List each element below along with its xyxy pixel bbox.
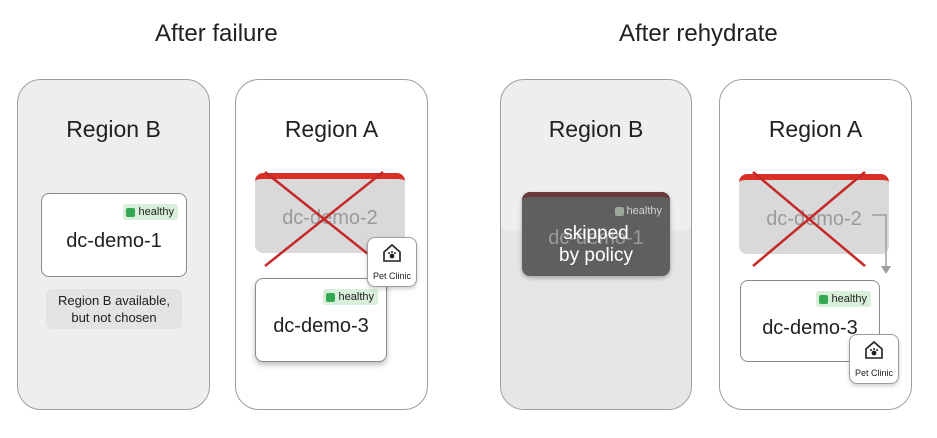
house-paw-icon	[865, 340, 883, 359]
dc-demo-3-card[interactable]: healthy dc-demo-3	[255, 278, 387, 362]
region-b-note: Region B available, but not chosen	[46, 289, 182, 329]
healthy-dot-icon	[125, 207, 135, 217]
healthy-badge-faded: healthy	[614, 205, 662, 217]
healthy-dot-icon	[325, 292, 335, 302]
region-b-panel-after-failure: Region B healthy dc-demo-1 Region B avai…	[17, 79, 210, 410]
note-line-2: but not chosen	[71, 310, 157, 325]
dc-demo-2-failed-card[interactable]: dc-demo-2	[255, 173, 405, 253]
healthy-badge: healthy	[322, 289, 378, 305]
healthy-badge: healthy	[815, 291, 871, 307]
region-a-title: Region A	[284, 116, 379, 142]
healthy-dot-icon	[818, 294, 828, 304]
cluster-name: dc-demo-3	[762, 317, 858, 339]
after-failure-heading: After failure	[155, 20, 278, 47]
healthy-badge: healthy	[122, 204, 178, 220]
pet-clinic-label: Pet Clinic	[372, 271, 411, 281]
note-line-1: Region B available,	[57, 293, 171, 308]
pet-clinic-app-tile[interactable]: Pet Clinic	[849, 334, 899, 384]
healthy-badge-label: healthy	[338, 291, 374, 303]
cross-icon	[264, 171, 384, 267]
cluster-name: dc-demo-1	[66, 230, 162, 252]
dc-demo-1-card[interactable]: healthy dc-demo-1	[41, 193, 187, 277]
cluster-name-faded: dc-demo-1	[548, 227, 644, 249]
region-b-title: Region B	[66, 116, 161, 142]
region-a-title: Region A	[768, 116, 863, 142]
cluster-name: dc-demo-3	[273, 315, 369, 337]
region-a-panel-after-rehydrate: Region A dc-demo-2 healthy dc-demo-3 Pet…	[719, 79, 912, 410]
pet-clinic-label: Pet Clinic	[854, 368, 893, 378]
skipped-line-2: by policy	[559, 245, 633, 266]
dc-demo-1-skipped-card[interactable]: healthy dc-demo-1 skipped by policy	[522, 192, 670, 276]
skipped-line-1: skipped	[563, 223, 629, 244]
cluster-name: dc-demo-2	[766, 208, 862, 230]
healthy-dot-icon	[614, 206, 624, 216]
house-paw-icon	[383, 243, 401, 262]
region-b-panel-after-rehydrate: Region B healthy dc-demo-1 skipped by po…	[500, 79, 692, 410]
rehydrate-arrow-icon	[872, 214, 891, 274]
after-rehydrate-heading: After rehydrate	[619, 20, 778, 47]
cluster-name: dc-demo-2	[282, 207, 378, 229]
cross-icon	[752, 171, 866, 267]
healthy-badge-label: healthy	[831, 293, 867, 305]
pet-clinic-app-tile[interactable]: Pet Clinic	[367, 237, 417, 287]
healthy-badge-label: healthy	[138, 206, 174, 218]
region-b-title: Region B	[548, 116, 644, 142]
region-a-panel-after-failure: Region A dc-demo-2 healthy dc-demo-3 Pet…	[235, 79, 428, 410]
healthy-badge-label: healthy	[626, 205, 662, 217]
skipped-by-policy-label: skipped by policy	[522, 223, 670, 267]
